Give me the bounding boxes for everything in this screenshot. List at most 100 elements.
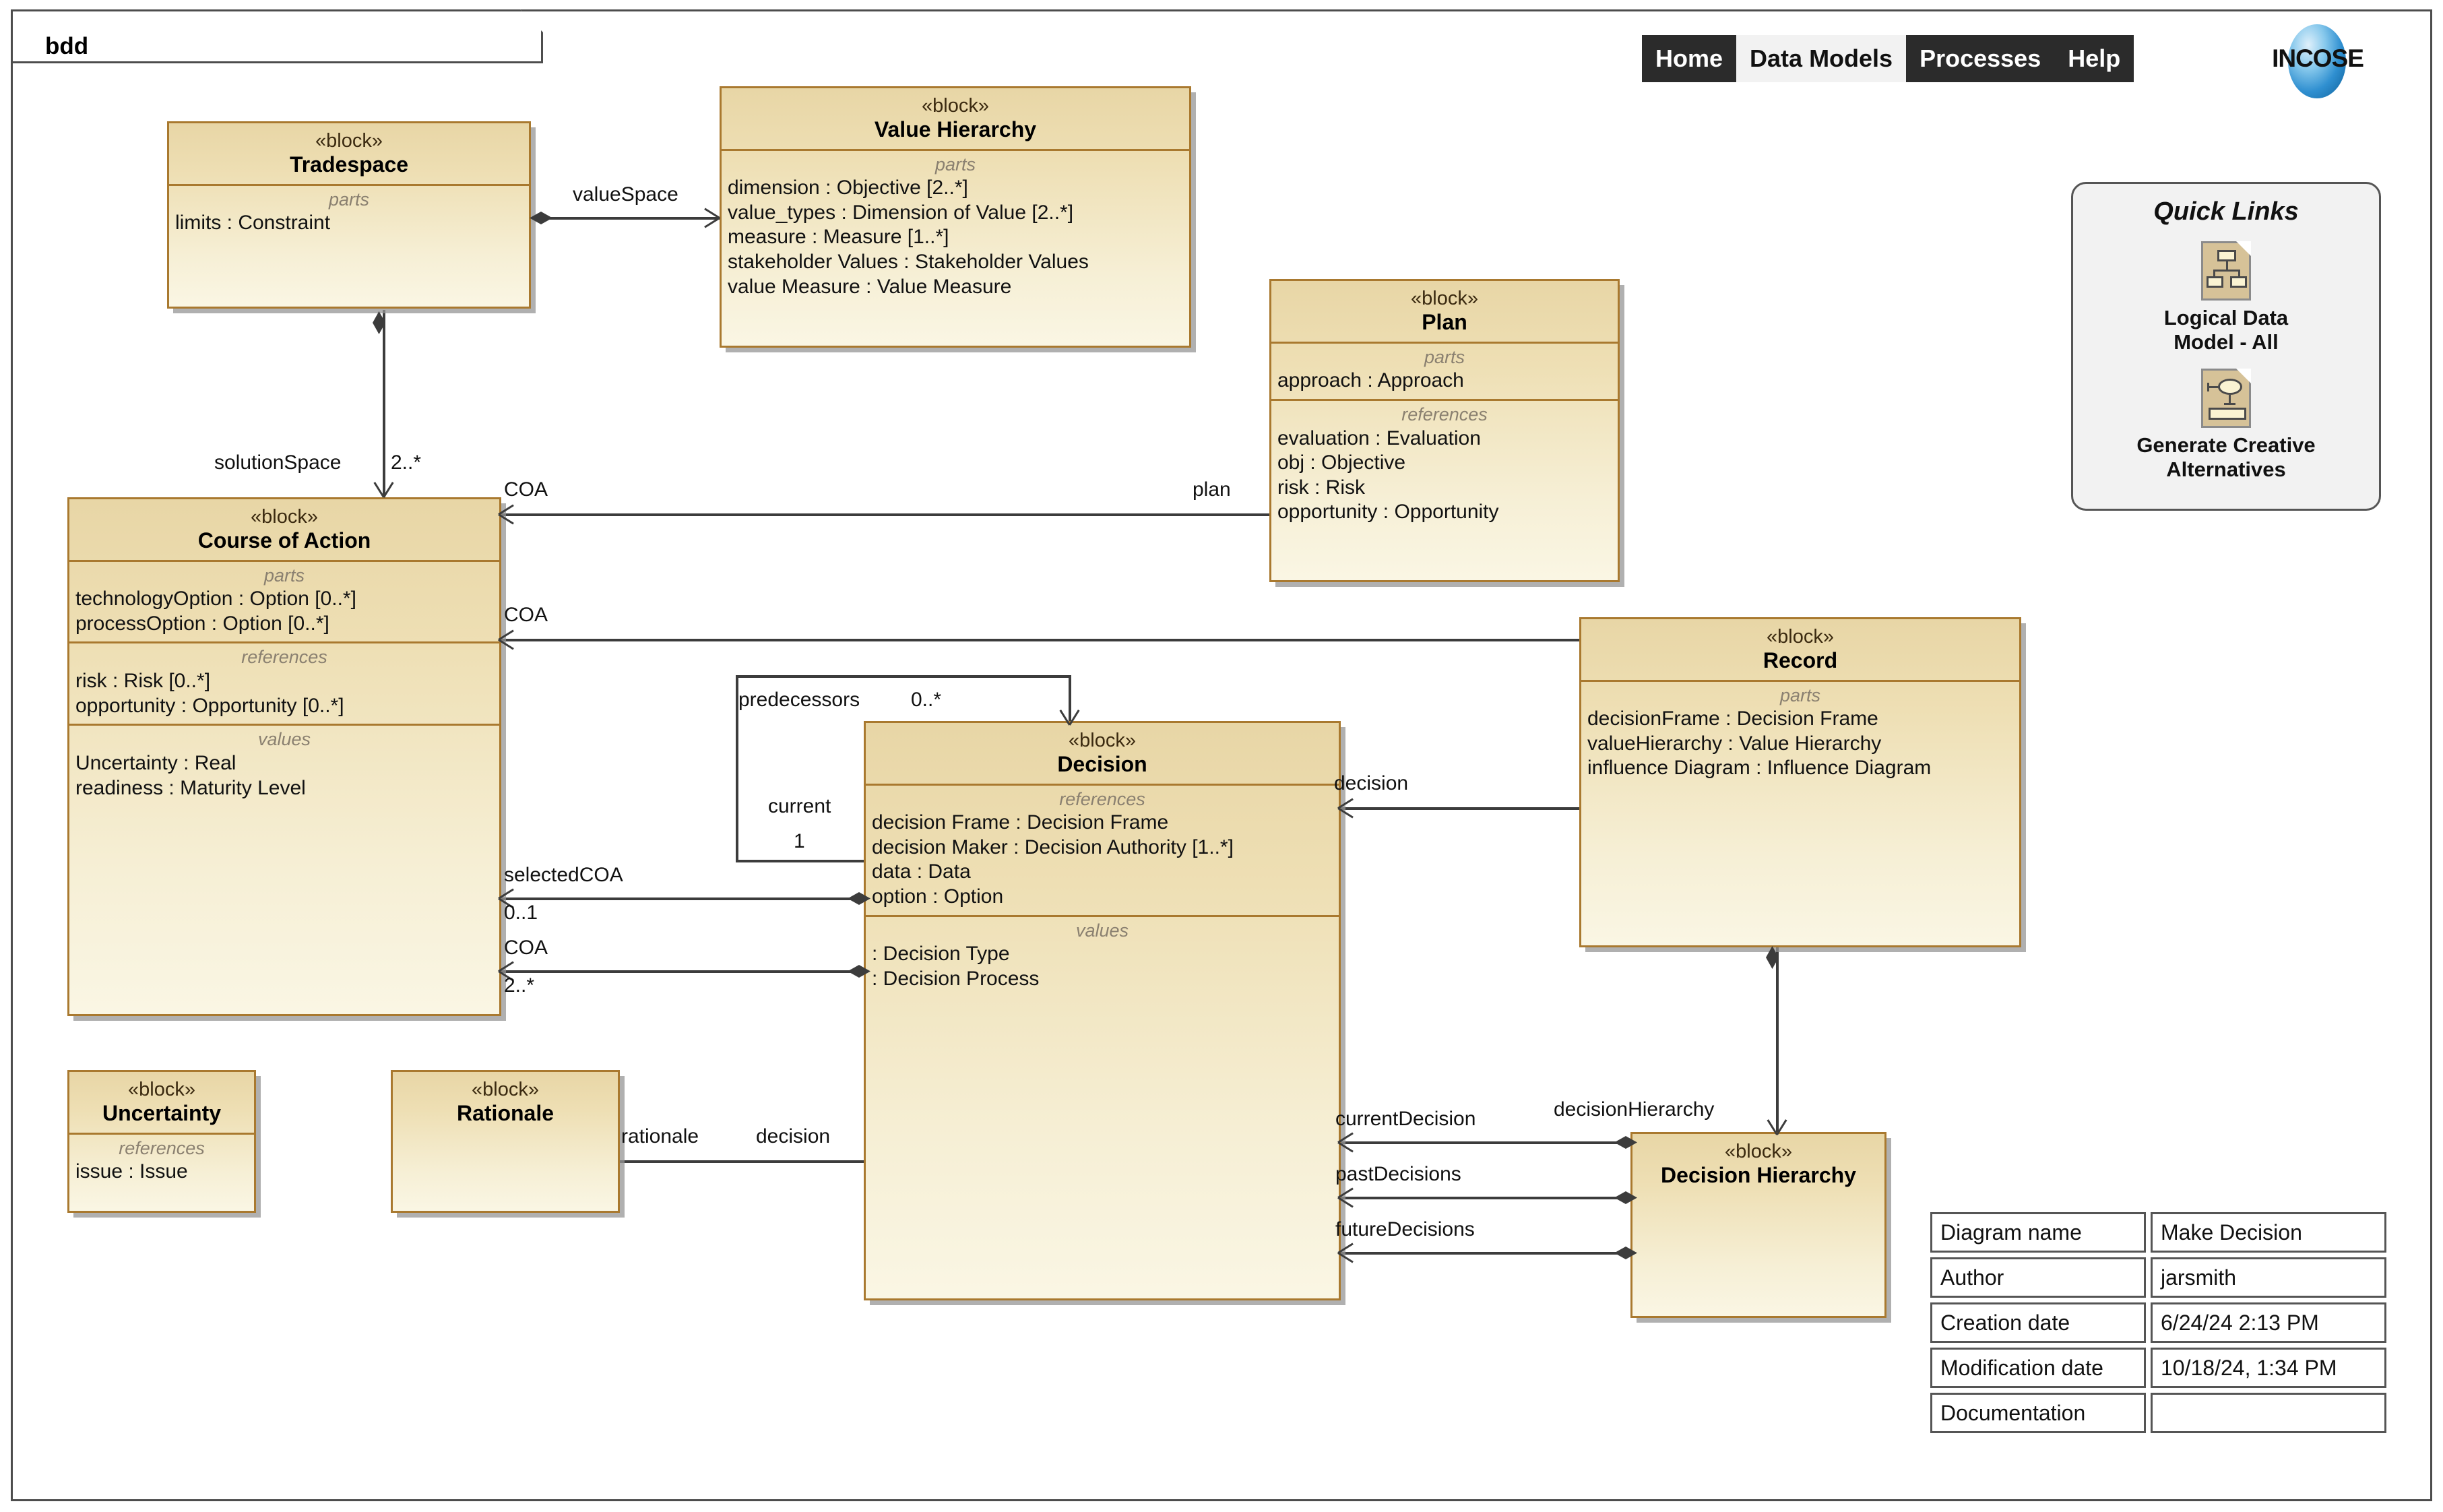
edge-decision-record-arrow xyxy=(1338,807,1356,809)
edge-self-arrow xyxy=(1069,707,1071,725)
edge-label-decisionhierarchy: decisionHierarchy xyxy=(1554,1098,1715,1121)
edge-decision-record xyxy=(1341,807,1579,810)
property-row: processOption : Option [0..*] xyxy=(75,612,329,635)
edge-label-solutionspace-mult: 2..* xyxy=(391,451,422,474)
property-row: value_types : Dimension of Value [2..*] xyxy=(728,201,1074,224)
edge-label-solutionspace: solutionSpace xyxy=(214,451,342,474)
edge-label-decision-record: decision xyxy=(1334,772,1409,794)
section-caption: references xyxy=(241,647,327,668)
nav-item-home[interactable]: Home xyxy=(1655,44,1723,72)
property-row: opportunity : Opportunity xyxy=(1277,501,1499,524)
edge-label-coa-record: COA xyxy=(504,604,548,626)
edge-label-predecessors-mult: 0..* xyxy=(911,689,942,711)
edge-label-rationale: rationale xyxy=(621,1125,699,1147)
block-section-parts: parts technologyOption : Option [0..*] p… xyxy=(69,559,499,642)
property-row: technologyOption : Option [0..*] xyxy=(75,588,356,610)
edge-coa-record xyxy=(501,639,1579,641)
edge-solutionspace-arrow xyxy=(383,480,385,497)
quick-link-label-line2: Model - All xyxy=(2174,329,2279,354)
block-uncertainty[interactable]: «block» Uncertainty references issue : I… xyxy=(67,1070,256,1213)
block-decision-hierarchy[interactable]: «block» Decision Hierarchy xyxy=(1630,1132,1886,1318)
block-name: Record xyxy=(1763,648,1838,673)
edge-label-currentdecision: currentDecision xyxy=(1335,1108,1476,1130)
nav-item-data-models[interactable]: Data Models xyxy=(1736,35,1907,82)
edge-valuespace xyxy=(532,217,720,220)
hierarchy-document-icon xyxy=(2201,241,2251,301)
block-value-hierarchy[interactable]: «block» Value Hierarchy parts dimension … xyxy=(720,86,1191,348)
block-stereotype: «block» xyxy=(128,1079,195,1100)
edge-futuredecisions xyxy=(1341,1252,1630,1255)
block-name: Plan xyxy=(1422,310,1467,335)
table-row: Diagram name Make Decision xyxy=(1930,1212,2386,1253)
edge-label-selectedcoa: selectedCOA xyxy=(504,864,623,886)
block-section-references: references decision Frame : Decision Fra… xyxy=(866,783,1339,915)
edge-futuredecisions-diamond xyxy=(1614,1247,1637,1259)
edge-label-current: current xyxy=(768,795,831,817)
edge-coa-decision xyxy=(501,970,864,973)
property-row: data : Data xyxy=(872,860,971,883)
property-row: evaluation : Evaluation xyxy=(1277,427,1481,449)
section-caption: parts xyxy=(1424,346,1465,367)
edge-currentdecision xyxy=(1341,1141,1630,1144)
edge-label-decision-rationale: decision xyxy=(756,1125,831,1147)
nav-item-help[interactable]: Help xyxy=(2068,44,2121,72)
edge-pastdecisions-arrow xyxy=(1338,1197,1356,1199)
quick-link-label-line1: Logical Data xyxy=(2163,306,2289,329)
table-row: Creation date 6/24/24 2:13 PM xyxy=(1930,1302,2386,1343)
block-section-parts: parts limits : Constraint xyxy=(169,183,529,241)
block-name: Course of Action xyxy=(197,528,371,553)
edge-self-top xyxy=(736,675,1071,678)
edge-label-current-mult: 1 xyxy=(794,830,805,852)
section-caption: references xyxy=(119,1137,205,1158)
edge-label-pastdecisions: pastDecisions xyxy=(1335,1163,1461,1185)
property-row: option : Option xyxy=(872,885,1004,908)
meta-key: Author xyxy=(1930,1257,2146,1298)
edge-self-left xyxy=(736,675,738,862)
quick-link-generate-creative-alternatives[interactable]: Generate Creative Alternatives xyxy=(2073,369,2379,481)
edge-decisionhierarchy xyxy=(1776,946,1779,1135)
edge-currentdecision-diamond xyxy=(1614,1136,1637,1149)
diagram-frame-header: bdd [Package] Logical Model[ Make Decisi… xyxy=(11,9,543,63)
edge-label-plan: plan xyxy=(1193,478,1231,501)
quick-links-panel: Quick Links Logical Data Model - All xyxy=(2071,182,2381,511)
edge-pastdecisions xyxy=(1341,1197,1630,1199)
property-row: valueHierarchy : Value Hierarchy xyxy=(1587,732,1882,755)
block-name: Decision xyxy=(1057,752,1147,777)
meta-key: Creation date xyxy=(1930,1302,2146,1343)
block-tradespace[interactable]: «block» Tradespace parts limits : Constr… xyxy=(167,121,531,309)
block-name: Rationale xyxy=(456,1101,554,1126)
top-navigation-bar: Home Data Models Processes Help xyxy=(1642,35,2134,82)
edge-selectedcoa-diamond xyxy=(848,892,870,905)
block-course-of-action[interactable]: «block» Course of Action parts technolog… xyxy=(67,497,501,1016)
quick-link-label-line2: Alternatives xyxy=(2166,457,2286,481)
block-stereotype: «block» xyxy=(315,130,383,152)
block-rationale[interactable]: «block» Rationale xyxy=(391,1070,620,1213)
property-row: decisionFrame : Decision Frame xyxy=(1587,707,1878,730)
edge-coa-decision-arrow xyxy=(499,970,516,972)
edge-label-predecessors: predecessors xyxy=(738,689,860,711)
edge-selectedcoa xyxy=(501,897,864,900)
meta-key: Documentation xyxy=(1930,1393,2146,1433)
quick-link-logical-data-model-all[interactable]: Logical Data Model - All xyxy=(2073,241,2379,354)
block-stereotype: «block» xyxy=(1069,730,1136,751)
edge-label-coa-decision-mult: 2..* xyxy=(504,974,535,997)
section-caption: references xyxy=(1401,404,1488,424)
block-section-parts: parts dimension : Objective [2..*] value… xyxy=(722,148,1189,305)
nav-item-processes[interactable]: Processes xyxy=(1920,44,2041,72)
edge-selectedcoa-arrow xyxy=(499,897,516,900)
property-row: obj : Objective xyxy=(1277,451,1406,474)
section-caption: parts xyxy=(328,189,370,210)
edge-label-coa-decision: COA xyxy=(504,937,548,959)
block-record[interactable]: «block» Record parts decisionFrame : Dec… xyxy=(1579,617,2021,947)
block-section-values: values Uncertainty : Real readiness : Ma… xyxy=(69,724,499,806)
property-row: : Decision Process xyxy=(872,967,1040,990)
edge-valuespace-diamond xyxy=(530,212,552,224)
property-row: decision Frame : Decision Frame xyxy=(872,811,1169,834)
block-stereotype: «block» xyxy=(1725,1141,1792,1162)
block-name: Uncertainty xyxy=(102,1101,222,1126)
block-plan[interactable]: «block» Plan parts approach : Approach r… xyxy=(1269,279,1620,582)
incose-logo: INCOSE xyxy=(2250,24,2385,98)
edge-coa-plan xyxy=(501,513,1269,516)
block-decision[interactable]: «block» Decision references decision Fra… xyxy=(864,721,1341,1300)
